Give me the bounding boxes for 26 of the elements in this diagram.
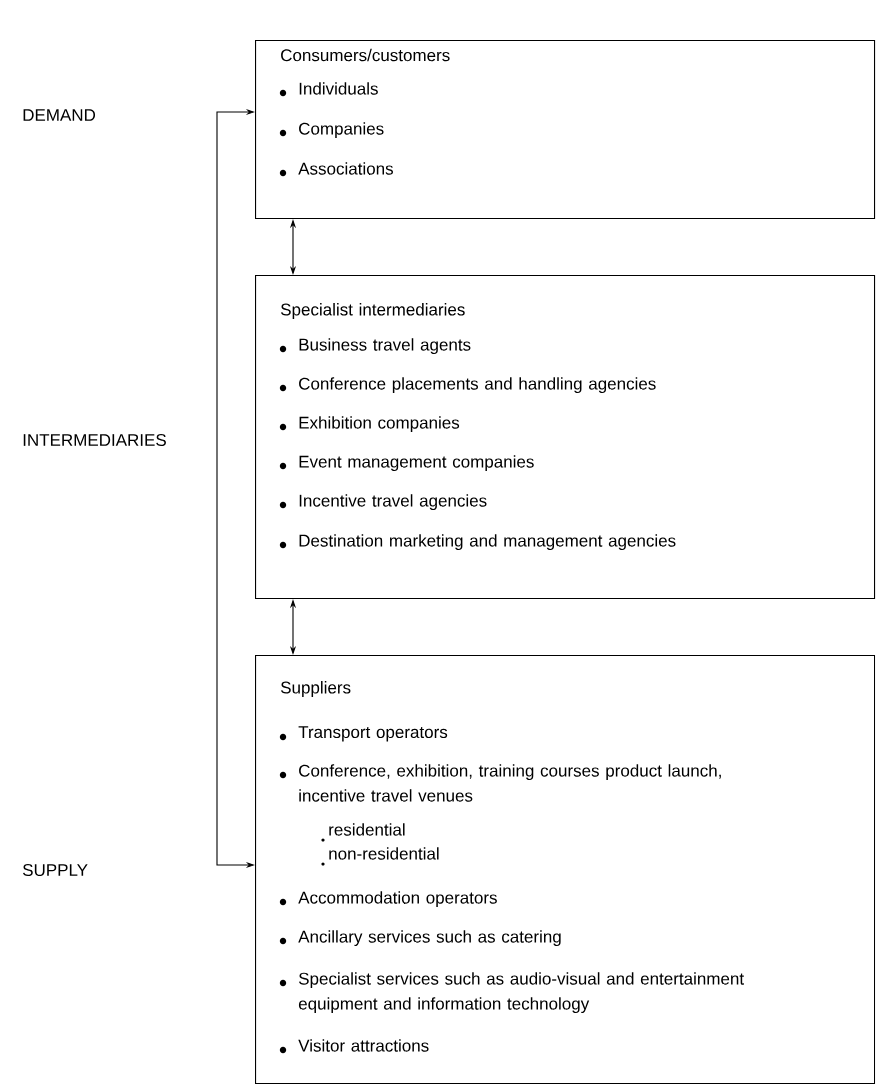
list-item: Conference placements and handling agencies xyxy=(299,377,656,394)
list-item: Transport operators xyxy=(298,726,448,742)
box-heading: Consumers/customers xyxy=(281,48,450,62)
list-item: residential xyxy=(329,823,405,836)
list-item: Destination marketing and management agencies xyxy=(299,534,676,551)
box-heading: Specialist intermediaries xyxy=(280,303,465,319)
list-box xyxy=(255,40,876,220)
list-item: Incentive travel agencies xyxy=(299,494,487,511)
list-box xyxy=(255,655,876,1085)
side-label: SUPPLY xyxy=(22,864,88,877)
list-item: Specialist services such as audio-visual and entertainment equipment and information technology xyxy=(298,972,744,1014)
list-box xyxy=(255,275,876,600)
list-item: non-residential xyxy=(329,847,439,860)
list-item: Associations xyxy=(298,162,393,175)
list-item: Visitor attractions xyxy=(298,1039,429,1052)
list-item: Event management companies xyxy=(299,455,534,472)
list-item: Accommodation operators xyxy=(298,891,497,908)
list-item: Business travel agents xyxy=(299,338,471,355)
side-label: DEMAND xyxy=(23,109,96,121)
list-item: Companies xyxy=(299,122,384,139)
list-item: Conference, exhibition, training courses product launch, incentive travel venues xyxy=(299,764,721,802)
list-item: Ancillary services such as catering xyxy=(298,930,561,947)
list-item: Individuals xyxy=(299,82,378,95)
list-item: Exhibition companies xyxy=(299,416,460,433)
side-label: INTERMEDIARIES xyxy=(23,434,166,447)
box-heading: Suppliers xyxy=(280,681,351,697)
